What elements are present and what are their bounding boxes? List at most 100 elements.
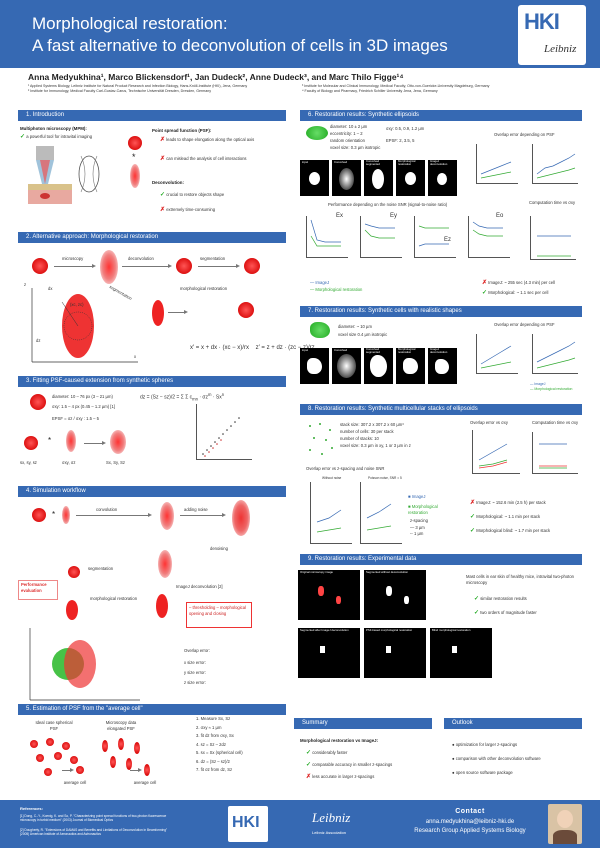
check-icon: ✓ (306, 762, 312, 768)
psf-avg-cell-2 (144, 764, 150, 776)
deconv-heading: Deconvolution: (152, 180, 184, 185)
wf-morph-input (156, 594, 168, 618)
wf-arrow-convolution (76, 513, 152, 517)
dz-label: dz (36, 338, 41, 343)
stack-noise-title: Overlap error vs z-spacing and noise SNR (306, 466, 385, 471)
fit-sphere-icon (30, 394, 46, 410)
stack-zspacing: z-spacing (410, 518, 428, 523)
section-summary-header: Summary (294, 718, 432, 729)
check-icon: ✓ (20, 134, 26, 140)
exp-img-label: Original microscopy image (300, 570, 333, 574)
ell-legend-morph: — Morphological restoration (310, 287, 363, 292)
footer-hki-text: HKI (232, 814, 260, 831)
ell-snr-plot-ez (414, 216, 456, 258)
sphere-icon (128, 136, 142, 150)
wf-input-cell (32, 508, 46, 522)
real-legend-imagej-text: ImageJ (534, 382, 546, 386)
exp-faster: ✓ two orders of magnitude faster (474, 610, 537, 617)
contact-group: Research Group Applied Systems Biology (414, 828, 526, 834)
stack-legend-morph-text: Morphological restoration (408, 504, 438, 515)
deconv-item-2: ✗ extremely time-consuming (160, 207, 215, 214)
title-line-2: A fast alternative to deconvolution of c… (32, 36, 448, 55)
center-label: (xc, zc) (70, 302, 84, 307)
wf-error-overlap: Overlap error: (184, 648, 210, 653)
section-stacks-header: 8. Restoration results: Synthetic multic… (300, 404, 582, 415)
arrow-deconvolution (122, 264, 172, 268)
ell-img-convolved (332, 160, 361, 196)
ell-overlap-title: Overlap error depending on PSF (494, 132, 555, 137)
stack-legend-imagej-text: ImageJ (411, 494, 426, 499)
section-alternative-header: 2. Alternative approach: Morphological r… (18, 232, 286, 243)
psf-step: 6. dz = (Sz – sz)/2 (196, 758, 230, 764)
cross-icon: ✗ (306, 774, 312, 780)
stack-z1: -- 1 µm (410, 531, 424, 536)
exp-desc: Mast cells in ear skin of healthy mice, … (466, 574, 574, 585)
real-img-label: Convolved (334, 348, 348, 352)
ell-img-label: Morphological restoration (398, 159, 416, 166)
real-img-label: Morphological restoration (398, 347, 416, 354)
ell-overlap-plot-1 (476, 144, 518, 184)
fit-psf (66, 430, 76, 452)
psf-heading: Point spread function (PSF): (152, 128, 212, 133)
real-img-convolved (332, 348, 361, 384)
wf-thresh-box: – thresholding – morphological opening a… (186, 602, 252, 628)
wf-error-x: x size error: (184, 660, 206, 665)
segmented-elongated-cell (152, 300, 164, 326)
mpm-item-text: a powerful tool for intravital imaging (26, 134, 93, 139)
stack-time-morph: ✓ Morphological: ~ 1.1 min per stack (470, 514, 540, 521)
wf-convolution: convolution (96, 507, 118, 512)
ell-legend-imagej-text: ImageJ (315, 280, 330, 285)
stack-z3-text: 3 µm (415, 525, 425, 530)
fit-label-S: Sx, Sy, Sz (106, 460, 126, 465)
exp-img-label: Blind morphological restoration (432, 628, 471, 632)
wf-segmented-cell (68, 566, 80, 578)
leibniz-logo-text: Leibniz (544, 43, 577, 55)
green-ellipsoid-icon (306, 126, 328, 140)
equation-x: x′ = x + dx · (xc − x)/rx z′ = z + dz · … (190, 345, 315, 351)
stack-time-title: Computation time vs σxy (531, 420, 579, 425)
psf-step: 5. sx = Sx (spherical cell) (196, 750, 243, 755)
microscope-svg (28, 146, 100, 204)
real-img-label: ImageJ deconvolution (430, 347, 448, 354)
stack-with-noise: Poisson noise, SNR = 5 (368, 476, 402, 480)
summary-item-1-text: considerably faster (312, 750, 348, 755)
exp-img-label: Segmented without deconvolution (366, 570, 408, 574)
psf-step: 4. sz = Sz – 2dz (196, 741, 226, 747)
stack-size: stack size: 307.2 x 307.2 x 60 µm³ (340, 422, 404, 427)
fit-scatter-plot (196, 404, 252, 460)
title-line-1: Morphological restoration: (32, 14, 228, 33)
exp-img-label: Segmented after ImageJ deconvolution (300, 628, 349, 632)
real-img-imagej (428, 348, 457, 384)
ell-img-segmented (364, 160, 393, 196)
axis-z-label: z (24, 282, 27, 287)
stack-legend-morph: ■ Morphological restoration (408, 504, 438, 515)
wf-perf-label: Performance evaluation (21, 582, 47, 593)
geometry-svg (31, 288, 138, 363)
wf-imagej: ImageJ deconvolution [2] (176, 584, 223, 589)
psf-avg-cell-1 (76, 766, 84, 774)
ell-diameter: diameter: 10 ± 2 µm (330, 124, 368, 129)
contact-title: Contact (455, 808, 485, 815)
wf-denoising: denoising (210, 546, 228, 551)
stack-without-noise: Without noise (322, 476, 342, 480)
cross-icon: ✗ (482, 280, 488, 286)
wf-overlap-diagram (24, 624, 144, 704)
wf-psf (62, 506, 70, 524)
ell-ez-label: Ez (444, 237, 452, 243)
ell-img-label: ImageJ deconvolution (430, 159, 448, 166)
elongated-psf-icon (130, 164, 140, 188)
check-icon: ✓ (474, 596, 480, 602)
deconv-item-1: ✓ crucial to restore objects shape (160, 192, 224, 199)
cell-sphere (32, 258, 48, 274)
exp-img-original (298, 570, 360, 620)
ell-legend-morph-text: Morphological restoration (315, 287, 363, 292)
footer-leibniz-text: Leibniz (312, 810, 351, 825)
deconvolved-cell (176, 258, 192, 274)
real-overlap-title: Overlap error depending on PSF (494, 322, 555, 327)
ell-snr-title: Performance depending on the noise SNR (… (328, 202, 448, 207)
stack-z1-text: 1 µm (413, 531, 424, 536)
wf-error-z: z size error: (184, 680, 206, 685)
real-diameter: diameter: ~ 10 µm (338, 324, 372, 329)
contact-email[interactable]: anna.medyukhina@leibniz-hki.de (425, 819, 515, 825)
summary-item-2: ✓ comparable accuracy in smaller z-spaci… (306, 762, 392, 769)
